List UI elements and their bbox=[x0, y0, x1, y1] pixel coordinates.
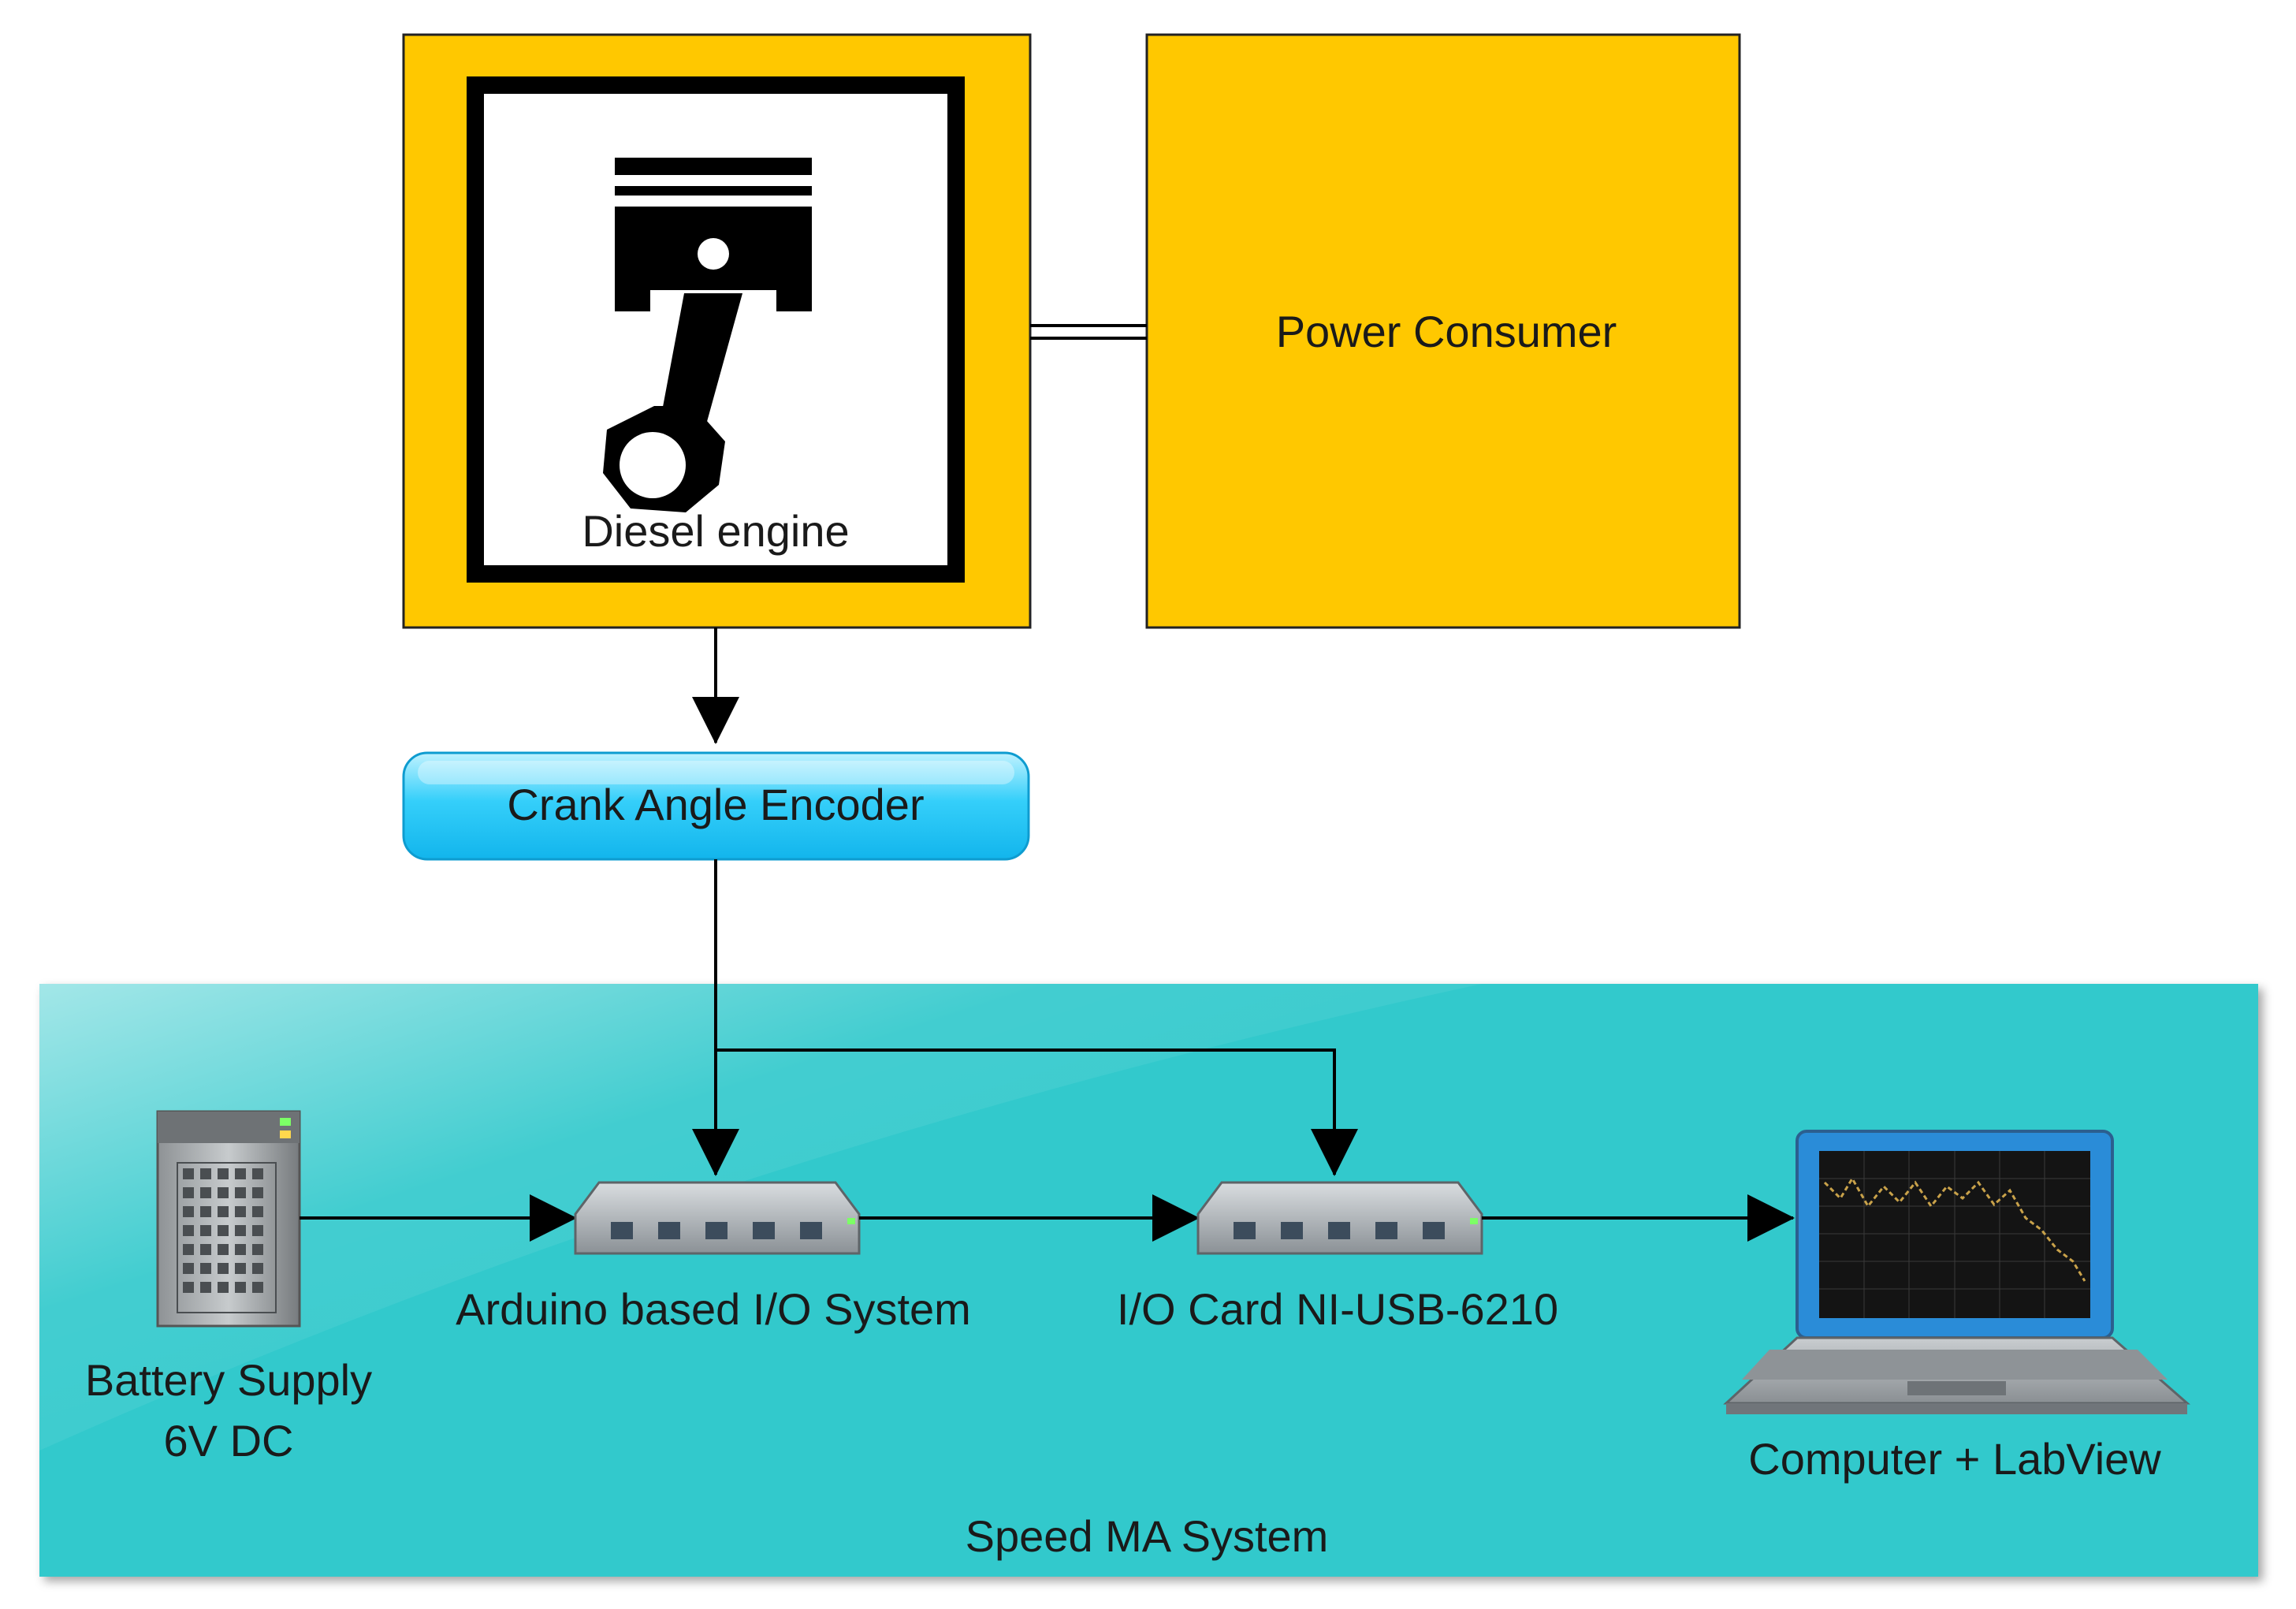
group-label: Speed MA System bbox=[966, 1511, 1329, 1561]
io-card-label: I/O Card NI-USB-6210 bbox=[1117, 1284, 1558, 1334]
battery-label-line2: 6V DC bbox=[164, 1416, 294, 1466]
power-consumer-label: Power Consumer bbox=[1276, 307, 1617, 356]
io-hub-icon bbox=[1196, 1181, 1483, 1255]
encoder-label: Crank Angle Encoder bbox=[507, 780, 924, 829]
arduino-label: Arduino based I/O System bbox=[456, 1284, 971, 1334]
shaft-connection bbox=[1030, 324, 1147, 340]
io-hub-icon bbox=[574, 1181, 861, 1255]
crank-angle-encoder-node[interactable]: Crank Angle Encoder bbox=[402, 751, 1030, 861]
computer-node[interactable]: Computer + LabView bbox=[1723, 1130, 2190, 1484]
battery-tower-icon bbox=[156, 1110, 301, 1328]
arduino-io-node[interactable]: Arduino based I/O System bbox=[456, 1181, 971, 1334]
diesel-engine-label: Diesel engine bbox=[582, 506, 849, 556]
computer-label: Computer + LabView bbox=[1748, 1434, 2161, 1484]
battery-label-line1: Battery Supply bbox=[85, 1355, 372, 1405]
io-card-node[interactable]: I/O Card NI-USB-6210 bbox=[1117, 1181, 1558, 1334]
piston-icon bbox=[603, 158, 812, 512]
power-consumer-node[interactable]: Power Consumer bbox=[1145, 33, 1741, 629]
encoder-signal-lines bbox=[692, 859, 1358, 1176]
laptop-icon bbox=[1723, 1130, 2190, 1414]
diesel-engine-node[interactable]: Diesel engine bbox=[402, 33, 1032, 629]
battery-supply-node[interactable]: Battery Supply 6V DC bbox=[85, 1110, 372, 1466]
